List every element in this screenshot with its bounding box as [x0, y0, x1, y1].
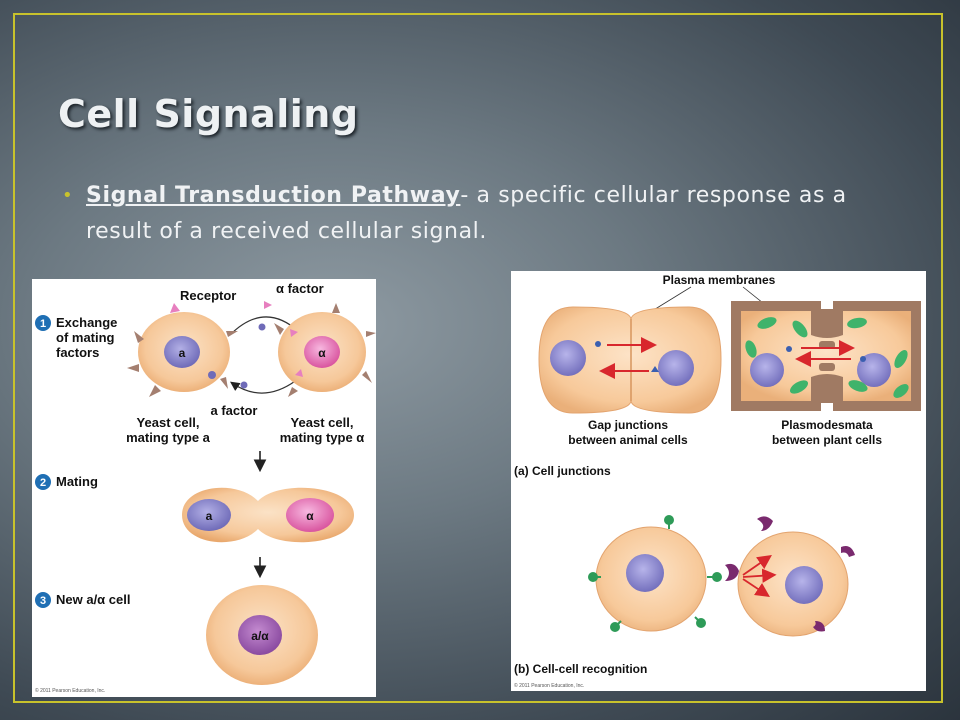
a-factor-molecule — [258, 323, 266, 331]
caption-b: (b) Cell-cell recognition — [514, 662, 647, 676]
svg-text:a: a — [179, 346, 186, 360]
alpha-factor-molecule — [290, 329, 298, 337]
alpha-factor-molecule — [295, 369, 303, 377]
plasmodesmata-label-line2: between plant cells — [772, 433, 882, 447]
step-1-label-line2: of mating — [56, 330, 115, 345]
step-1-label-line3: factors — [56, 345, 99, 360]
bullet-term: Signal Transduction Pathway — [86, 183, 461, 208]
svg-text:1: 1 — [40, 318, 46, 330]
step-2-label: Mating — [56, 474, 98, 489]
receptor-label: Receptor — [180, 288, 236, 303]
svg-text:α: α — [318, 346, 326, 360]
caption-a: (a) Cell junctions — [514, 464, 611, 478]
gap-junctions-label-line1: Gap junctions — [588, 418, 668, 432]
new-diploid-cell: a/α — [206, 585, 318, 685]
yeast-alpha-label-line1: Yeast cell, — [291, 415, 354, 430]
plasmodesmata-label-line1: Plasmodesmata — [781, 418, 873, 432]
mating-cells: a α — [182, 487, 354, 543]
svg-text:2: 2 — [40, 477, 46, 489]
cell-junctions-diagram: Plasma membranes Gap junctions between — [514, 273, 921, 689]
yeast-alpha-label-line2: mating type α — [280, 430, 365, 445]
bullet-item: • Signal Transduction Pathway- a specifi… — [62, 178, 912, 250]
plant-cells-plasmodesmata — [731, 301, 921, 411]
exchange-arrow-bottom — [230, 378, 299, 394]
yeast-a-label-line1: Yeast cell, — [137, 415, 200, 430]
alpha-factor-molecule — [264, 301, 272, 309]
step-2-badge: 2 — [35, 474, 51, 490]
step-3-badge: 3 — [35, 592, 51, 608]
plasma-membranes-label: Plasma membranes — [663, 273, 776, 287]
step-1-label-line1: Exchange — [56, 315, 117, 330]
step-3-label: New a/α cell — [56, 592, 130, 607]
svg-text:a: a — [206, 509, 213, 523]
cell-recognition-cells — [588, 515, 855, 637]
svg-text:α: α — [306, 509, 314, 523]
left-copyright: © 2011 Pearson Education, Inc. — [35, 687, 105, 694]
yeast-cell-a: a — [127, 303, 238, 397]
step-1-badge: 1 — [35, 315, 51, 331]
animal-cells-gap-junction — [538, 306, 722, 414]
gap-junctions-label-line2: between animal cells — [568, 433, 688, 447]
yeast-mating-diagram: 1 Exchange of mating factors Receptor α … — [35, 281, 376, 694]
yeast-mating-figure: 1 Exchange of mating factors Receptor α … — [32, 279, 376, 697]
yeast-cell-alpha: α — [274, 303, 376, 397]
svg-text:3: 3 — [40, 595, 46, 607]
slide-frame — [13, 13, 943, 703]
bullet-definition: - a specific cellular response as a resu… — [86, 183, 847, 244]
a-factor-molecule — [208, 371, 216, 379]
bullet-text: Signal Transduction Pathway- a specific … — [86, 178, 912, 250]
slide-title: Cell Signaling — [58, 92, 359, 136]
bullet-dot: • — [62, 185, 73, 206]
alpha-factor-label: α factor — [276, 281, 324, 296]
yeast-a-label-line2: mating type a — [126, 430, 211, 445]
cell-communication-figure: Plasma membranes Gap junctions between — [511, 271, 926, 691]
svg-text:a/α: a/α — [251, 629, 269, 643]
a-factor-molecule — [240, 381, 248, 389]
right-copyright: © 2011 Pearson Education, Inc. — [514, 682, 584, 689]
a-factor-label: a factor — [211, 403, 258, 418]
